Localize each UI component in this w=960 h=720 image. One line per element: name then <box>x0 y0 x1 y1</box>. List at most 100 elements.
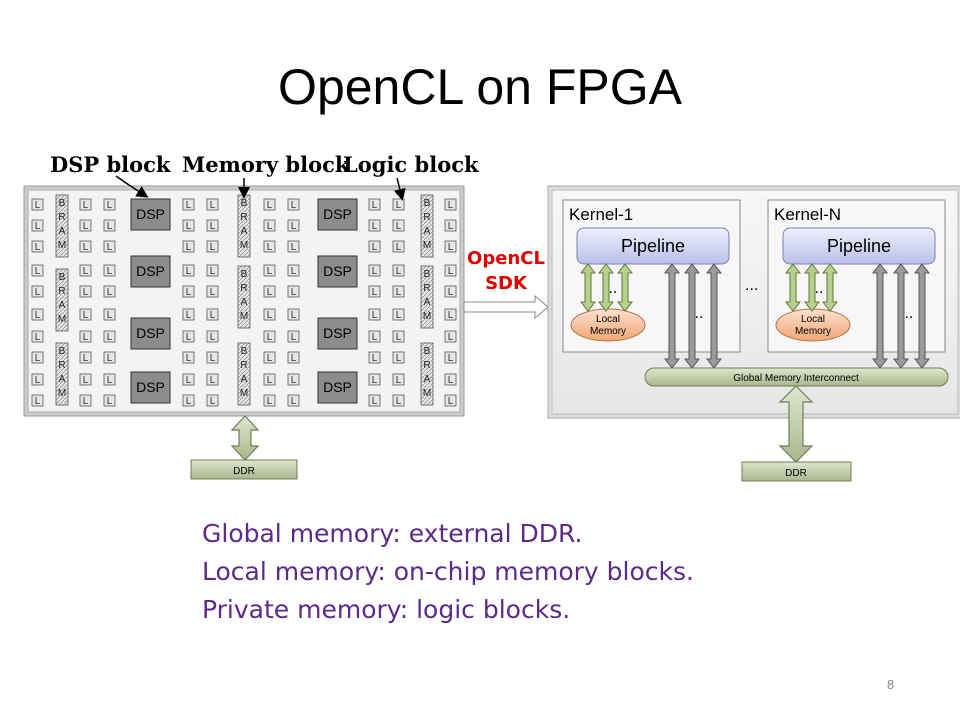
logic-cell <box>103 198 116 211</box>
dsp-pointer-arrow <box>115 175 149 198</box>
logic-cell-label: L <box>267 242 273 253</box>
bram-block <box>237 265 251 329</box>
bram-letter: R <box>240 283 247 294</box>
fpga-cell-grid: LLLLLLLLLLLLLLLLLLLLLLLLLLLLLLLLLLLLLLLL… <box>31 194 457 407</box>
dsp-block-label: DSP <box>323 325 352 341</box>
logic-cell-label: L <box>291 353 297 364</box>
bram-letter: B <box>424 198 431 209</box>
logic-cell <box>392 308 405 321</box>
logic-cell-label: L <box>372 375 378 386</box>
bram-letter: A <box>424 374 431 385</box>
dsp-block <box>317 198 358 231</box>
bram-letter: M <box>58 240 66 251</box>
bullet-local-memory: Local memory: on-chip memory blocks. <box>202 557 694 586</box>
logic-cell-label: L <box>35 353 41 364</box>
logic-cell-label: L <box>267 353 273 364</box>
bram-letter: R <box>240 360 247 371</box>
logic-cell <box>392 240 405 253</box>
bram-block <box>55 194 69 258</box>
logic-cell <box>31 240 44 253</box>
opencl-sdk-line2: SDK <box>485 273 528 294</box>
logic-cell <box>182 219 195 232</box>
logic-cell <box>392 285 405 298</box>
bram-letter: A <box>59 226 66 237</box>
logic-cell <box>103 240 116 253</box>
logic-cell <box>31 373 44 386</box>
dsp-block-label: DSP <box>323 379 352 395</box>
model-ddr-label: DDR <box>785 468 807 479</box>
logic-cell <box>368 373 381 386</box>
kernel-n-local-line2: Memory <box>795 326 831 337</box>
logic-cell <box>392 264 405 277</box>
logic-cell-label: L <box>372 353 378 364</box>
bram-letter: M <box>240 240 248 251</box>
bram-letter: A <box>59 374 66 385</box>
logic-cell <box>79 373 92 386</box>
logic-cell-label: L <box>210 242 216 253</box>
dsp-block <box>317 317 358 350</box>
logic-cell-label: L <box>107 375 113 386</box>
logic-cell-label: L <box>35 221 41 232</box>
logic-cell <box>103 308 116 321</box>
kernel-n-local-line1: Local <box>801 314 825 325</box>
logic-cell-label: L <box>396 287 402 298</box>
logic-cell <box>79 308 92 321</box>
bram-letter: A <box>424 226 431 237</box>
logic-cell-label: L <box>107 310 113 321</box>
logic-cell-label: L <box>372 221 378 232</box>
logic-cell <box>444 219 457 232</box>
bram-letter: B <box>59 198 66 209</box>
sdk-arrow <box>463 294 549 320</box>
logic-cell-label: L <box>372 287 378 298</box>
logic-cell <box>263 285 276 298</box>
bram-letter: R <box>58 360 65 371</box>
bram-letter: B <box>241 269 248 280</box>
logic-cell-label: L <box>210 375 216 386</box>
model-ddr-double-arrow <box>778 385 814 463</box>
logic-cell-label: L <box>35 332 41 343</box>
logic-cell-label: L <box>186 287 192 298</box>
bram-letter: R <box>423 212 430 223</box>
logic-cell <box>392 330 405 343</box>
logic-cell-label: L <box>35 396 41 407</box>
logic-cell <box>392 373 405 386</box>
logic-cell-label: L <box>448 375 454 386</box>
logic-cell-label: L <box>448 310 454 321</box>
logic-cell <box>206 198 219 211</box>
local-memory-arrow <box>597 263 615 312</box>
local-memory-arrow <box>803 263 821 312</box>
logic-cell-label: L <box>186 221 192 232</box>
model-ddr-box <box>741 461 852 482</box>
opencl-sdk-line1: OpenCL <box>467 248 545 269</box>
logic-cell-label: L <box>186 200 192 211</box>
dsp-block <box>130 317 171 350</box>
logic-cell-label: L <box>396 221 402 232</box>
logic-cell <box>206 373 219 386</box>
logic-cell <box>206 219 219 232</box>
logic-cell-label: L <box>107 396 113 407</box>
logic-cell <box>287 308 300 321</box>
local-memory-arrow <box>821 263 839 312</box>
bram-letter: B <box>424 346 431 357</box>
logic-cell-label: L <box>107 242 113 253</box>
logic-cell <box>368 264 381 277</box>
logic-cell <box>79 285 92 298</box>
logic-cell <box>31 264 44 277</box>
bram-letter: M <box>240 388 248 399</box>
logic-cell <box>31 330 44 343</box>
logic-cell <box>182 330 195 343</box>
logic-cell-label: L <box>267 266 273 277</box>
logic-pointer-arrow <box>393 177 406 201</box>
logic-cell <box>79 351 92 364</box>
bram-letter: M <box>423 311 431 322</box>
logic-cell <box>368 394 381 407</box>
bram-letter: B <box>59 346 66 357</box>
logic-cell-label: L <box>267 310 273 321</box>
logic-cell <box>103 264 116 277</box>
bram-letter: M <box>240 311 248 322</box>
bram-block <box>420 342 434 406</box>
logic-cell <box>206 308 219 321</box>
bram-letter: A <box>241 226 248 237</box>
logic-cell <box>263 351 276 364</box>
slide-title: OpenCL on FPGA <box>278 59 682 115</box>
